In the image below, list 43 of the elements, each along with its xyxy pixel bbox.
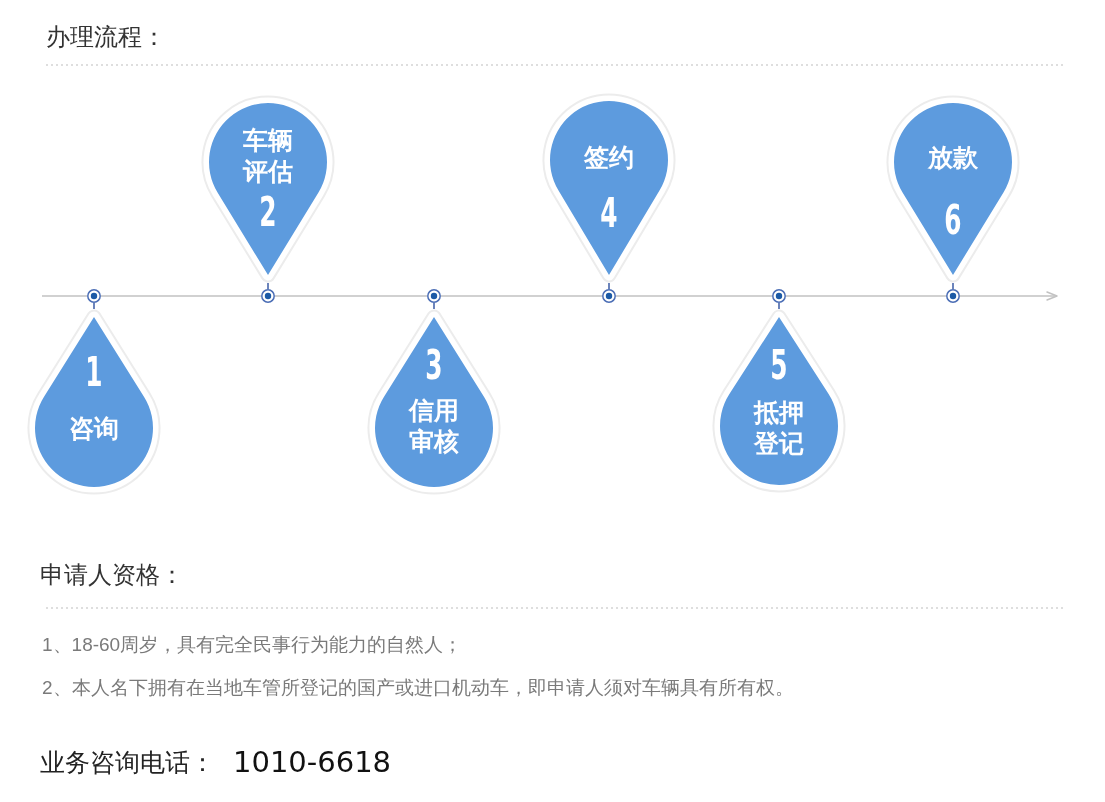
- drop-marker: [26, 309, 162, 496]
- connector-line: [93, 302, 95, 310]
- drop-marker: [885, 94, 1021, 283]
- drop-marker: [711, 309, 847, 494]
- timeline-dot: [945, 288, 961, 304]
- timeline-line: [615, 295, 773, 297]
- step-number: 1: [85, 352, 103, 392]
- timeline-line: [440, 295, 603, 297]
- step-number: 5: [770, 345, 788, 385]
- step-number: 6: [944, 200, 962, 240]
- section-heading: 申请人资格：: [40, 560, 184, 590]
- step-label: 签约: [583, 141, 635, 173]
- step-label: 信用审核: [407, 394, 460, 457]
- section-heading: 办理流程：: [46, 22, 166, 52]
- timeline-line: [274, 295, 428, 297]
- timeline-line: [41, 295, 88, 297]
- list-item: 2、本人名下拥有在当地车管所登记的国产或进口机动车，即申请人须对车辆具有所有权。: [42, 676, 794, 700]
- timeline-dot: [426, 288, 442, 304]
- timeline-line: [100, 295, 262, 297]
- step-label: 车辆评估: [241, 124, 294, 187]
- drop-marker: [541, 92, 677, 283]
- list-item: 1、18-60周岁，具有完全民事行为能力的自然人；: [42, 633, 463, 657]
- drop-marker: [366, 309, 502, 496]
- step-number: 3: [425, 345, 443, 385]
- timeline-arrow: [959, 291, 1058, 301]
- timeline-line: [785, 295, 947, 297]
- timeline-dot: [771, 288, 787, 304]
- phone-label: 业务咨询电话：: [40, 747, 215, 777]
- step-label: 咨询: [68, 412, 120, 444]
- connector-line: [608, 282, 610, 290]
- step-number: 2: [259, 192, 277, 232]
- timeline-dot: [260, 288, 276, 304]
- timeline-dot: [601, 288, 617, 304]
- connector-line: [433, 302, 435, 310]
- timeline-dot: [86, 288, 102, 304]
- connector-line: [778, 302, 780, 310]
- connector-line: [952, 282, 954, 290]
- step-label: 抵押登记: [752, 396, 805, 459]
- phone-number: 1010-6618: [233, 744, 392, 780]
- step-label: 放款: [927, 141, 979, 173]
- step-number: 4: [600, 193, 618, 233]
- drop-marker: [200, 94, 336, 283]
- connector-line: [267, 282, 269, 290]
